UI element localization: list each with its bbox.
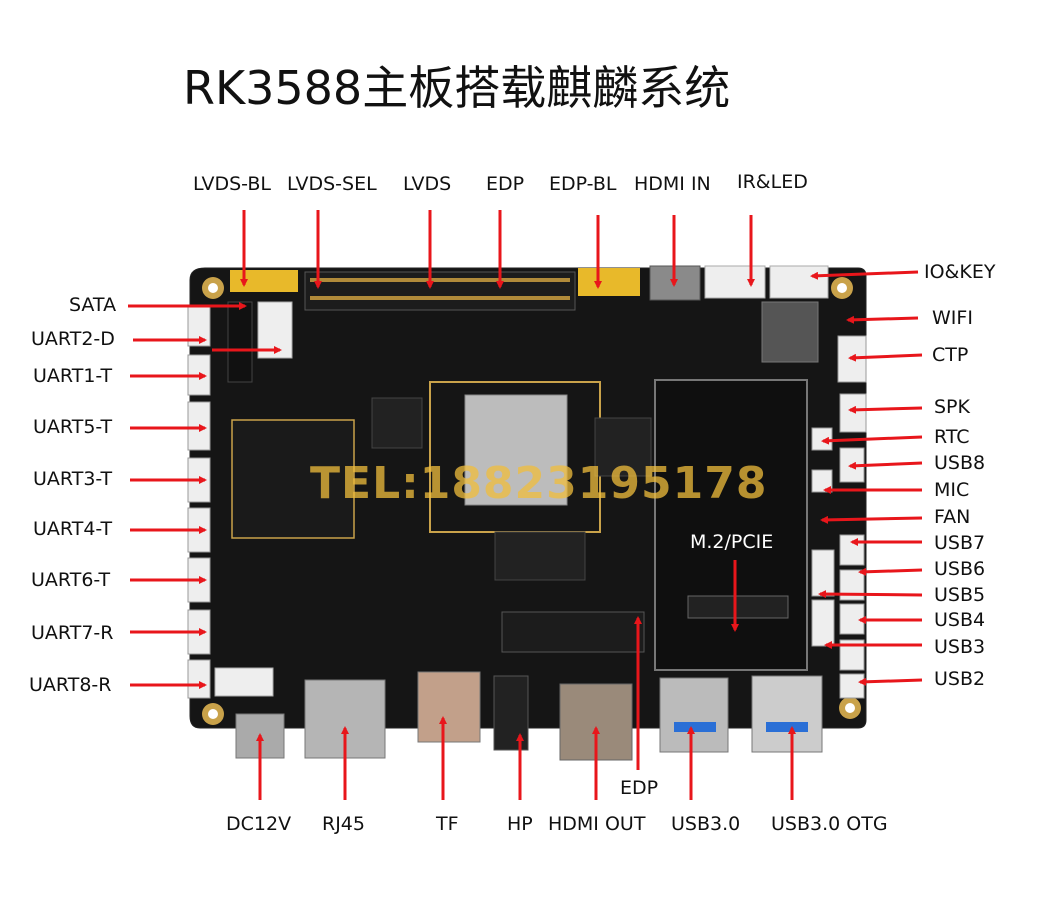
soc-chip [464, 394, 568, 506]
page-title: RK3588主板搭载麒麟系统 [183, 61, 731, 115]
label-uart6-t: UART6-T [31, 569, 111, 591]
label-edp-bottom: EDP [620, 777, 659, 799]
label-sata: SATA [69, 294, 117, 316]
pmic-area [231, 419, 355, 539]
tf-slot [417, 671, 481, 743]
label-usb30-otg: USB3.0 OTG [771, 813, 888, 835]
label-edp-top: EDP [486, 173, 525, 195]
label-usb3: USB3 [934, 636, 986, 658]
label-rj45: RJ45 [322, 813, 365, 835]
m2-slot [687, 595, 789, 619]
label-lvds-bl: LVDS-BL [193, 173, 271, 195]
left-connectors [187, 305, 211, 699]
io-key-connector [769, 265, 829, 299]
memory-chip-3 [494, 531, 586, 581]
label-uart7-r: UART7-R [31, 622, 114, 644]
edp-pin-header [501, 611, 645, 653]
label-lvds-sel: LVDS-SEL [287, 173, 377, 195]
bottom-left-connector [214, 667, 274, 697]
memory-chip-2 [594, 417, 652, 477]
label-uart1-t: UART1-T [33, 365, 113, 387]
label-lvds: LVDS [403, 173, 452, 195]
label-wifi: WIFI [932, 307, 973, 329]
memory-chip-1 [371, 397, 423, 449]
label-usb2: USB2 [934, 668, 986, 690]
label-tf: TF [436, 813, 459, 835]
phone-watermark: TEL:18823195178 [310, 458, 768, 509]
usb30-otg-port [751, 675, 823, 753]
label-spk: SPK [934, 396, 970, 418]
label-rtc: RTC [934, 426, 970, 448]
label-hdmi-out: HDMI OUT [548, 813, 646, 835]
hp-jack [493, 675, 529, 751]
mounting-holes [202, 277, 861, 725]
edp-bl-connector [578, 268, 640, 296]
usb30-port [659, 677, 729, 753]
label-usb6: USB6 [934, 558, 986, 580]
label-ctp: CTP [932, 344, 969, 366]
label-hp: HP [507, 813, 533, 835]
callout-lines [128, 210, 923, 800]
label-uart3-t: UART3-T [33, 468, 113, 490]
m2-pcie-module [654, 379, 808, 671]
label-usb8: USB8 [934, 452, 986, 474]
label-uart2-d: UART2-D [31, 328, 115, 350]
label-mic: MIC [934, 479, 970, 501]
label-usb7: USB7 [934, 532, 986, 554]
label-uart5-t: UART5-T [33, 416, 113, 438]
wifi-module [761, 301, 819, 363]
label-uart8-r: UART8-R [29, 674, 112, 696]
label-edp-bl: EDP-BL [549, 173, 617, 195]
label-dc12v: DC12V [226, 813, 292, 835]
lvds-bl-connector [230, 270, 298, 292]
label-usb30: USB3.0 [671, 813, 741, 835]
m2-pcie-label: M.2/PCIE [690, 531, 774, 553]
lvds-header [304, 271, 576, 311]
label-ir-led: IR&LED [737, 171, 808, 193]
ir-led-connector [704, 265, 766, 299]
label-usb5: USB5 [934, 584, 986, 606]
label-fan: FAN [934, 506, 971, 528]
label-usb4: USB4 [934, 609, 986, 631]
label-io-key: IO&KEY [924, 261, 996, 283]
label-hdmi-in: HDMI IN [634, 173, 711, 195]
sata-connector [227, 301, 253, 383]
label-uart4-t: UART4-T [33, 518, 113, 540]
lvds-pins [310, 278, 570, 300]
